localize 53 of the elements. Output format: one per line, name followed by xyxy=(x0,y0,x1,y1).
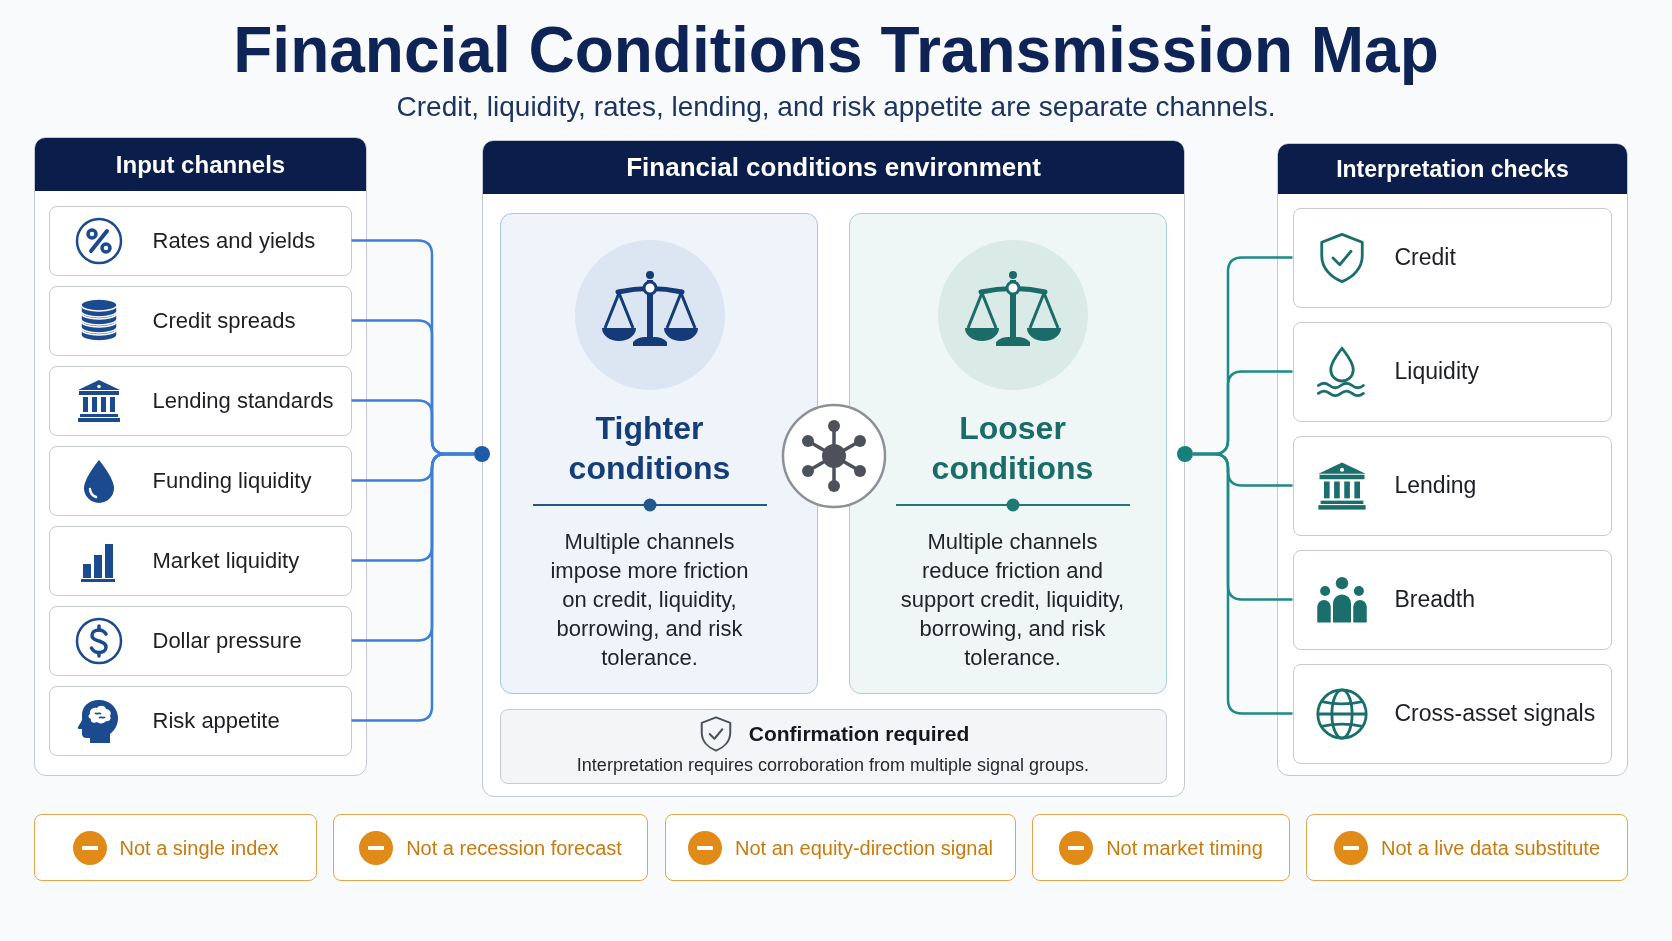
condition-card xyxy=(848,212,1167,694)
disclaimer-text: Not an equity-direction signal xyxy=(735,835,993,861)
channel-item xyxy=(48,445,352,516)
channel-item xyxy=(48,525,352,596)
page-title: Financial Conditions Transmission Map xyxy=(233,14,1439,86)
environment-panel xyxy=(482,140,1185,797)
disclaimer-text: Not market timing xyxy=(1106,835,1263,861)
card-heading: Tighter conditions xyxy=(567,408,732,488)
disclaimer-text: Not a single index xyxy=(119,835,279,861)
channel-label: Risk appetite xyxy=(152,707,280,735)
disclaimer-tag xyxy=(34,814,317,881)
check-label: Liquidity xyxy=(1394,357,1479,387)
check-item xyxy=(1292,321,1612,422)
page-subtitle: Credit, liquidity, rates, lending, and risk appetite are separate channels. xyxy=(396,90,1276,124)
connector-line xyxy=(1193,452,1293,715)
check-item xyxy=(1292,549,1612,650)
panel-header: Financial conditions environment xyxy=(483,141,1184,194)
confirmation-box xyxy=(499,708,1167,784)
connector-line xyxy=(351,452,474,722)
card-description: Multiple channels impose more friction on credit, liquidity, borrowing, and risk tolerance. xyxy=(549,527,750,672)
channel-item xyxy=(48,605,352,676)
checks-panel xyxy=(1277,143,1628,776)
check-item xyxy=(1292,663,1612,764)
channel-label: Dollar pressure xyxy=(152,627,302,655)
channel-label: Credit spreads xyxy=(152,307,296,335)
channel-item xyxy=(48,365,352,436)
channel-item xyxy=(48,285,352,356)
channel-label: Rates and yields xyxy=(152,227,316,255)
channel-item xyxy=(48,205,352,276)
panel-header: Interpretation checks xyxy=(1278,144,1627,194)
disclaimer-tag xyxy=(1306,814,1628,881)
card-heading: Looser conditions xyxy=(930,408,1095,488)
disclaimer-text: Not a live data substitute xyxy=(1381,835,1600,861)
channel-item xyxy=(48,685,352,756)
disclaimer-tag xyxy=(1032,814,1290,881)
confirmation-heading: Confirmation required xyxy=(748,721,970,748)
check-item xyxy=(1292,435,1612,536)
channel-label: Market liquidity xyxy=(152,547,300,575)
condition-card xyxy=(499,212,818,694)
check-label: Credit xyxy=(1394,243,1456,273)
check-label: Lending xyxy=(1394,471,1477,501)
card-description: Multiple channels reduce friction and support credit, liquidity, borrowing, and risk tolerance. xyxy=(899,527,1126,672)
disclaimer-text: Not a recession forecast xyxy=(406,835,622,861)
input-panel xyxy=(34,137,367,776)
check-item xyxy=(1292,207,1612,308)
check-label: Cross-asset signals xyxy=(1394,699,1596,729)
confirmation-note: Interpretation requires corroboration from multiple signal groups. xyxy=(576,754,1090,777)
disclaimer-tag xyxy=(665,814,1016,881)
disclaimer-tag xyxy=(333,814,648,881)
channel-label: Funding liquidity xyxy=(152,467,312,495)
panel-header: Input channels xyxy=(35,138,366,191)
check-label: Breadth xyxy=(1394,585,1476,615)
channel-label: Lending standards xyxy=(152,387,334,415)
